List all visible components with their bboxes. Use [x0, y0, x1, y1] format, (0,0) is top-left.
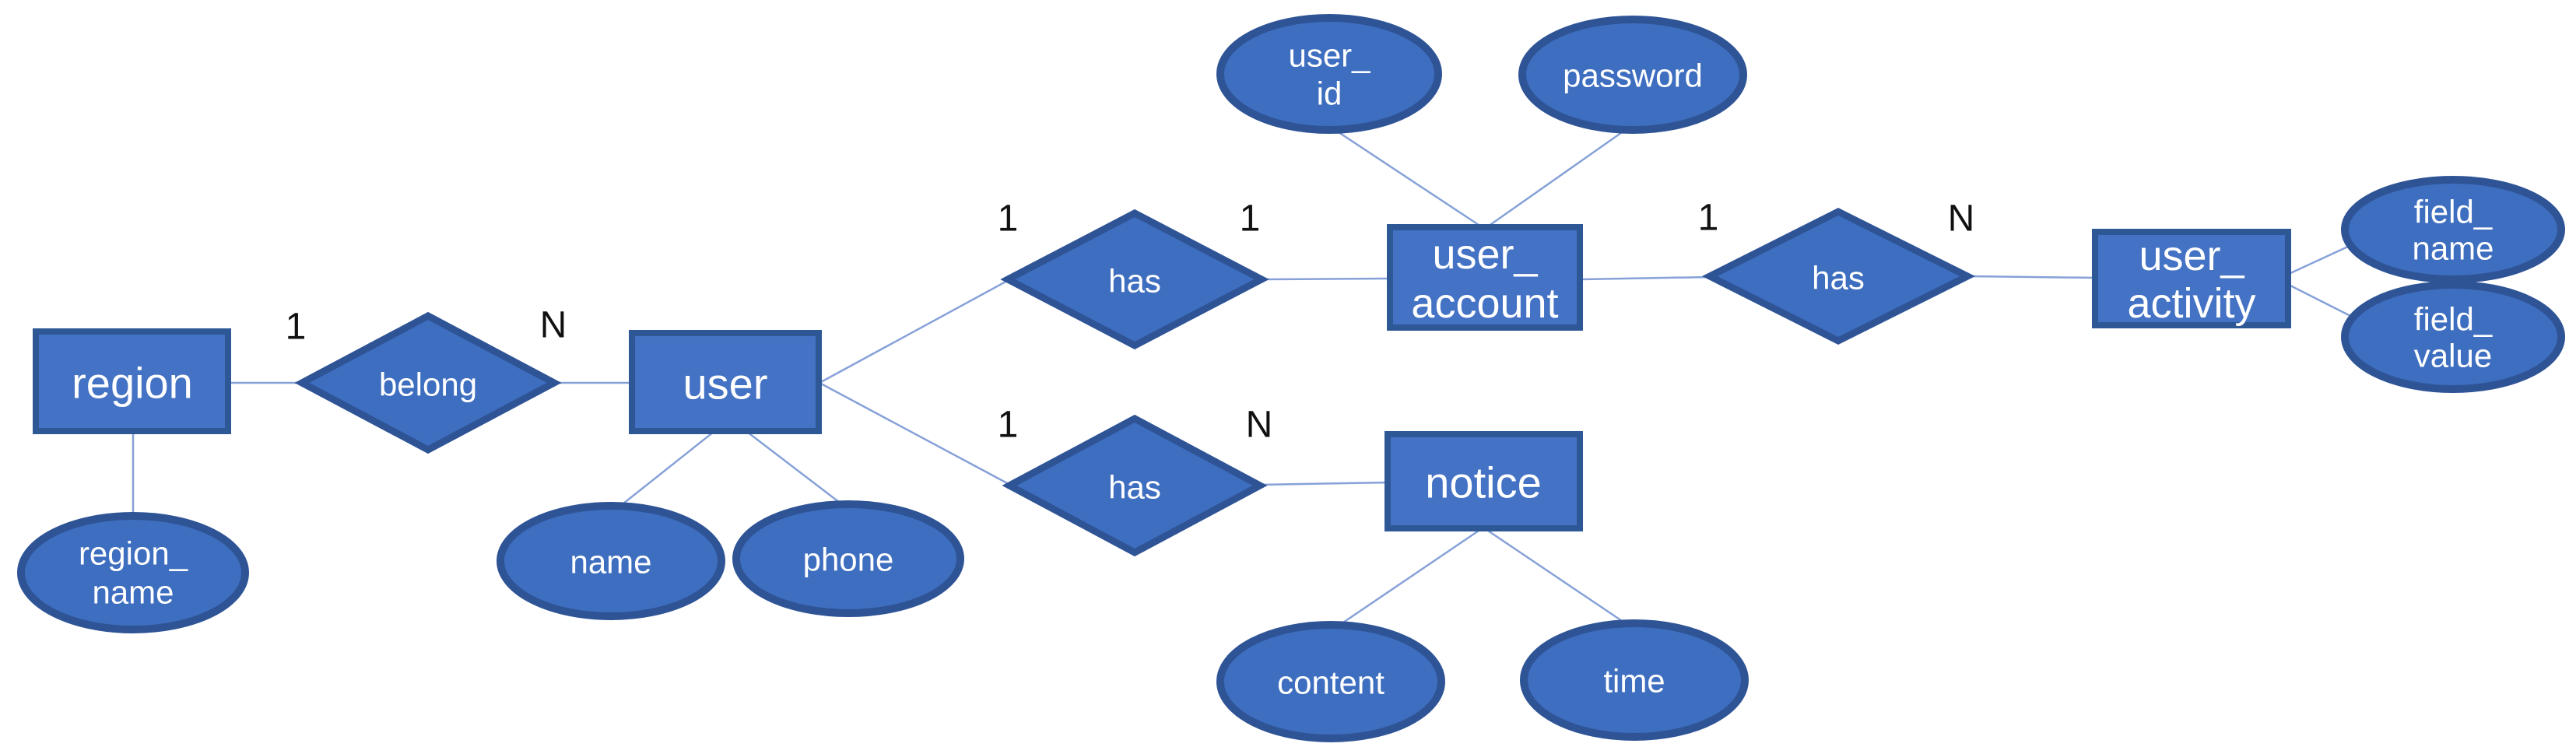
attribute-field-name-label-line1: field_ — [2414, 194, 2493, 230]
relationship-has-middle-label: has — [1108, 469, 1161, 506]
relationship-has-top: has — [1000, 209, 1269, 350]
entity-notice-label: notice — [1425, 458, 1541, 507]
attribute-name-label: name — [570, 544, 651, 580]
attribute-time-label: time — [1603, 663, 1665, 700]
entity-region-shape — [33, 328, 231, 434]
attribute-password: password — [1518, 16, 1747, 134]
connector-user-activity-field-value — [2288, 283, 2360, 322]
attribute-content: content — [1216, 621, 1445, 742]
entity-user-account: user_ account — [1387, 224, 1583, 331]
cardinality-user-has-top: 1 — [998, 198, 1019, 240]
attribute-user-id: user_ id — [1216, 14, 1442, 134]
attribute-phone-label: phone — [803, 542, 894, 578]
attribute-password-label: password — [1563, 58, 1703, 94]
attribute-user-id-shape — [1216, 14, 1442, 134]
entity-notice-shape — [1385, 431, 1583, 531]
entity-user-activity: user_ activity — [2092, 229, 2291, 328]
attribute-time-shape — [1520, 619, 1749, 741]
cardinality-has-top-user-account: 1 — [1240, 198, 1261, 240]
attribute-region-name-label-line1: region_ — [79, 535, 188, 572]
connector-password-user-account — [1485, 129, 1625, 230]
attribute-content-label: content — [1277, 665, 1385, 701]
entity-region: region — [33, 328, 231, 434]
entity-user-label: user — [683, 359, 768, 409]
connector-user-account-has-right — [1580, 275, 1711, 281]
relationship-has-middle-shape — [1002, 414, 1268, 557]
connector-notice-time — [1485, 528, 1627, 626]
connector-user-has-middle — [819, 381, 1011, 486]
connector-has-right-user-activity — [1967, 275, 2097, 279]
entity-user-activity-label-line1: user_ — [2139, 233, 2244, 279]
relationship-has-right: has — [1701, 207, 1976, 345]
entity-user-shape — [629, 330, 822, 434]
attribute-region-name-shape — [17, 512, 249, 633]
attribute-field-name: field_ name — [2341, 176, 2565, 283]
connector-has-middle-notice — [1260, 481, 1389, 486]
entity-notice: notice — [1385, 431, 1583, 531]
attribute-time: time — [1520, 619, 1749, 741]
connector-user-has-top — [819, 279, 1009, 384]
attribute-field-name-shape — [2341, 176, 2565, 283]
attribute-field-value-shape — [2341, 281, 2565, 393]
cardinality-user-has-middle: 1 — [998, 405, 1019, 446]
entity-user-account-label-line2: account — [1411, 280, 1558, 327]
attribute-phone-shape — [732, 500, 964, 617]
cardinality-has-right-user-activity: N — [1948, 198, 1975, 240]
cardinality-belong-user: N — [540, 305, 567, 346]
cardinality-user-account-has-right: 1 — [1698, 198, 1719, 239]
attribute-region-name: region_ name — [17, 512, 249, 633]
relationship-belong-label: belong — [379, 366, 477, 403]
connector-layer — [132, 128, 2360, 627]
attribute-user-id-label-line1: user_ — [1288, 37, 1370, 74]
attribute-name-shape — [497, 502, 725, 620]
relationship-has-top-shape — [1000, 209, 1269, 350]
cardinality-layer: 1 N 1 1 1 N 1 N — [286, 198, 1975, 446]
attribute-name: name — [497, 502, 725, 620]
connector-user-name — [619, 431, 714, 507]
connector-user-phone — [746, 431, 844, 506]
attribute-phone: phone — [732, 500, 964, 617]
cardinality-region-belong: 1 — [286, 307, 307, 348]
entity-region-label: region — [72, 359, 193, 408]
entity-user-account-label-line1: user_ — [1432, 231, 1538, 278]
relationship-has-top-label: has — [1108, 263, 1161, 300]
attribute-field-value-label-line1: field_ — [2414, 301, 2493, 338]
attribute-user-id-label-line2: id — [1317, 75, 1342, 112]
relationship-has-middle: has — [1002, 414, 1268, 557]
attribute-field-value-label-line2: value — [2414, 338, 2492, 374]
entity-user: user — [629, 330, 822, 434]
relationship-belong: belong — [294, 311, 562, 454]
connector-user-id-user-account — [1333, 128, 1484, 230]
attribute-password-shape — [1518, 16, 1747, 134]
relationship-belong-shape — [294, 311, 562, 454]
attribute-field-value: field_ value — [2341, 281, 2565, 393]
relationship-has-right-shape — [1701, 207, 1976, 345]
attribute-region-name-label-line2: name — [92, 574, 174, 611]
relationship-has-right-label: has — [1812, 260, 1865, 296]
entity-user-activity-label-line2: activity — [2127, 280, 2255, 327]
entity-user-account-shape — [1387, 224, 1583, 331]
attribute-content-shape — [1216, 621, 1445, 742]
cardinality-has-middle-notice: N — [1246, 405, 1273, 446]
connector-notice-content — [1338, 528, 1482, 627]
attribute-field-name-label-line2: name — [2412, 230, 2494, 267]
entity-user-activity-shape — [2092, 229, 2291, 328]
